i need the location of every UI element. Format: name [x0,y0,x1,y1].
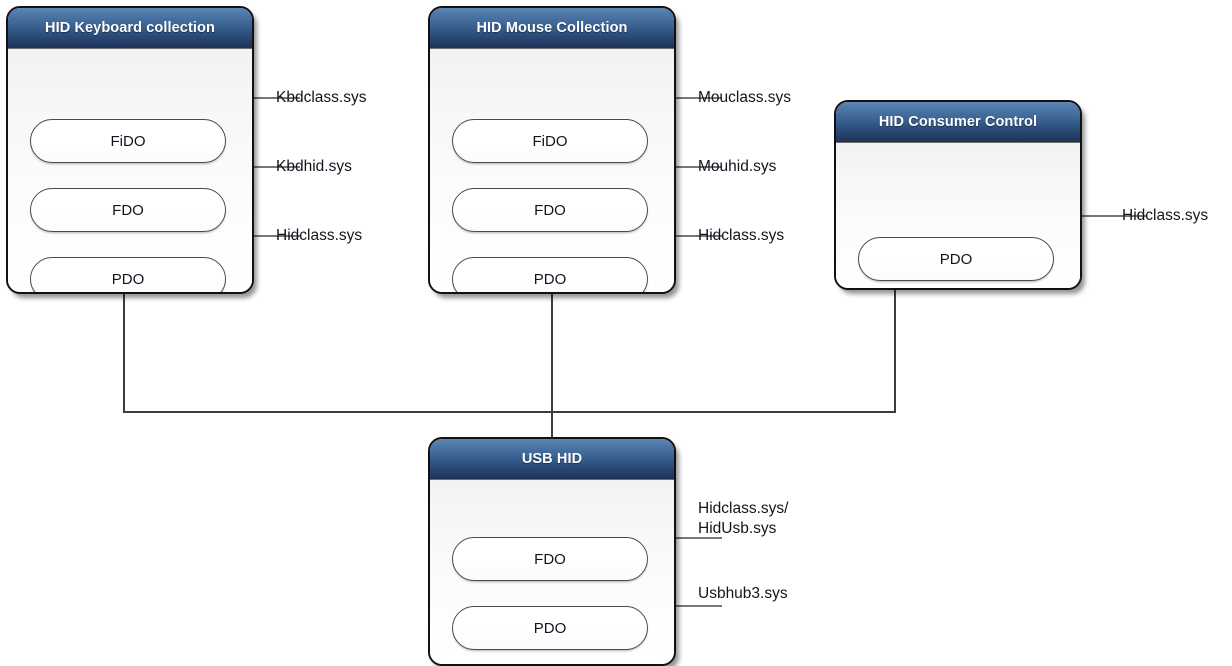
device-object-pdo-hid-keyboard-collection[interactable]: PDO [30,257,226,292]
node-title-hid-keyboard-collection: HID Keyboard collection [8,8,252,49]
node-title-hid-consumer-control: HID Consumer Control [836,102,1080,143]
connector-hid-consumer-control-to-usb-hid [552,290,896,413]
node-body-hid-keyboard-collection: FiDO FDO PDO [8,49,252,292]
device-object-fdo-hid-mouse-collection[interactable]: FDO [452,188,648,232]
device-object-fdo-usb-hid[interactable]: FDO [452,537,648,581]
node-body-hid-mouse-collection: FiDO FDO PDO [430,49,674,292]
device-object-pdo-usb-hid[interactable]: PDO [452,606,648,650]
device-object-pdo-hid-consumer-control[interactable]: PDO [858,237,1054,281]
node-body-usb-hid: FDO PDO [430,480,674,664]
driver-label-hid-keyboard-collection-fido: Kbdclass.sys [276,89,367,106]
stack-connectors [123,290,896,437]
driver-label-hid-mouse-collection-pdo: Hidclass.sys [698,227,785,244]
node-title-hid-mouse-collection: HID Mouse Collection [430,8,674,49]
device-object-pdo-hid-mouse-collection[interactable]: PDO [452,257,648,292]
driver-label-usb-hid-fdo: Hidclass.sys/ HidUsb.sys [698,500,789,538]
connector-hid-keyboard-collection-to-usb-hid [123,294,552,413]
node-title-usb-hid: USB HID [430,439,674,480]
driver-label-hid-consumer-control-pdo: Hidclass.sys [1122,207,1209,224]
device-object-fido-hid-mouse-collection[interactable]: FiDO [452,119,648,163]
device-object-fdo-hid-keyboard-collection[interactable]: FDO [30,188,226,232]
driver-label-hid-keyboard-collection-pdo: Hidclass.sys [276,227,363,244]
node-body-hid-consumer-control: PDO [836,143,1080,288]
driver-label-hid-mouse-collection-fdo: Mouhid.sys [698,158,777,175]
driver-label-hid-mouse-collection-fido: Mouclass.sys [698,89,792,106]
device-object-fido-hid-keyboard-collection[interactable]: FiDO [30,119,226,163]
node-usb-hid[interactable]: USB HID FDO PDO [428,437,676,666]
driver-label-usb-hid-pdo: Usbhub3.sys [698,585,788,602]
driver-label-hid-keyboard-collection-fdo: Kbdhid.sys [276,158,352,175]
